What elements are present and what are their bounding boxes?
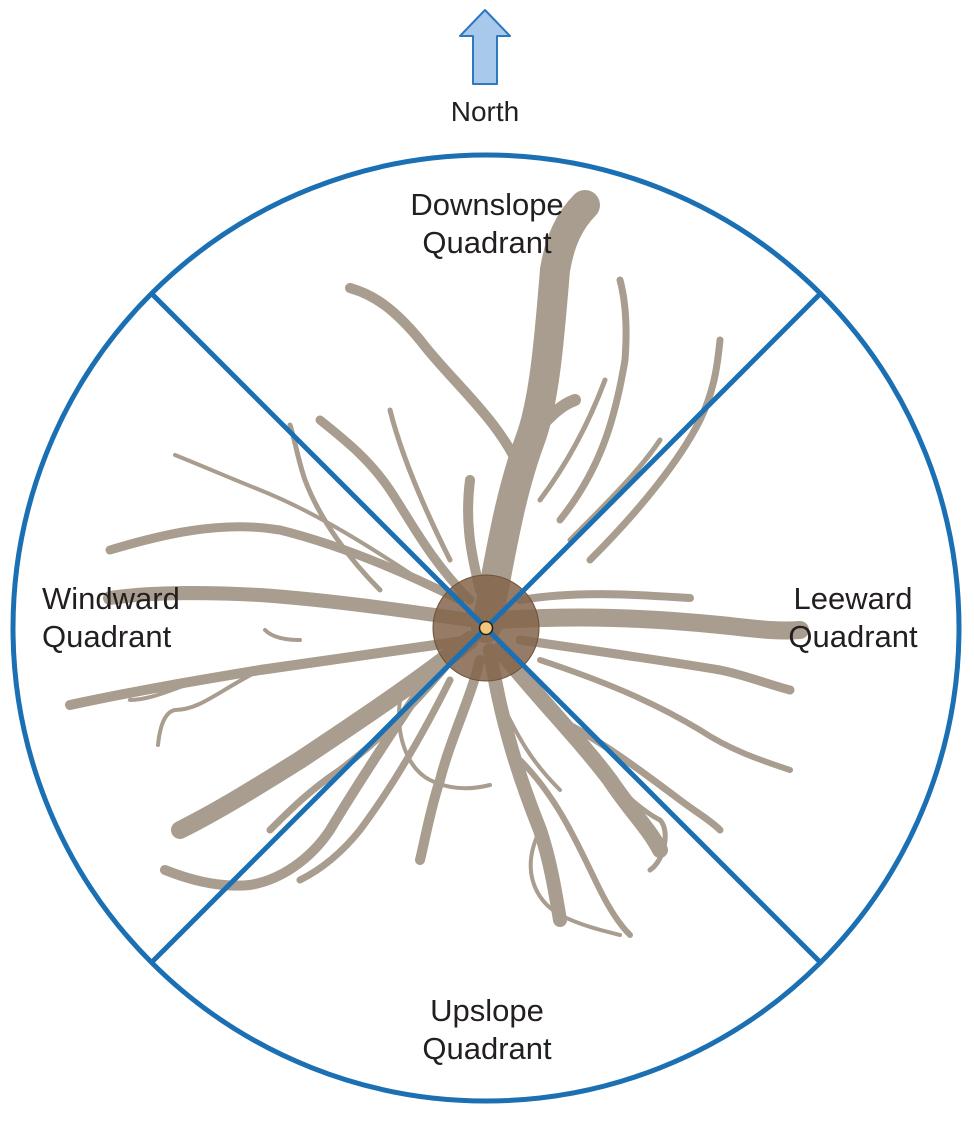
root-west-thin-high bbox=[173, 453, 422, 582]
root-west-far-thin bbox=[128, 678, 202, 702]
root-northeast-thin bbox=[537, 377, 608, 503]
upslope-line2: Quadrant bbox=[422, 1031, 552, 1066]
north-label: North bbox=[450, 96, 520, 127]
downslope-quadrant-label: Downslope Quadrant bbox=[367, 186, 607, 262]
root-northeast-mid bbox=[567, 437, 663, 543]
root-south-mid bbox=[415, 655, 485, 865]
root-system bbox=[65, 190, 809, 938]
root-north-branch-left bbox=[345, 283, 525, 475]
windward-line2: Quadrant bbox=[42, 619, 172, 654]
north-arrow-icon bbox=[459, 9, 511, 85]
root-northeast-far bbox=[586, 336, 724, 564]
root-south-thin bbox=[498, 698, 562, 792]
upslope-quadrant-label: Upslope Quadrant bbox=[367, 992, 607, 1068]
root-southeast-main bbox=[492, 642, 668, 858]
root-west-short bbox=[263, 628, 302, 642]
root-east-lower bbox=[515, 635, 795, 695]
root-southeast-branch bbox=[556, 716, 724, 834]
leeward-line2: Quadrant bbox=[788, 619, 918, 654]
root-northwest-mid bbox=[463, 475, 485, 595]
root-west-branch bbox=[156, 668, 262, 747]
root-east-main bbox=[491, 608, 809, 640]
downslope-line2: Quadrant bbox=[422, 225, 552, 260]
root-northwest-main bbox=[315, 415, 475, 605]
root-west-upper bbox=[105, 522, 465, 605]
root-north-branch-right bbox=[524, 394, 581, 446]
root-southwest-main bbox=[171, 631, 479, 839]
root-southwest-loop bbox=[397, 698, 492, 791]
root-east-upper bbox=[516, 590, 694, 604]
root-northeast-long bbox=[556, 276, 630, 524]
root-west-main bbox=[103, 586, 477, 627]
root-north-upper bbox=[533, 263, 563, 427]
root-southeast-loop bbox=[587, 757, 668, 873]
root-east-low-branch bbox=[537, 657, 793, 773]
root-south-branch-b bbox=[528, 828, 622, 937]
root-southwest-long bbox=[160, 655, 445, 891]
downslope-line1: Downslope bbox=[410, 187, 564, 222]
windward-quadrant-label: Windward Quadrant bbox=[42, 580, 242, 656]
center-point bbox=[478, 620, 494, 636]
windward-line1: Windward bbox=[42, 581, 180, 616]
root-west-thin-up bbox=[287, 422, 383, 593]
leeward-line1: Leeward bbox=[793, 581, 913, 616]
leeward-quadrant-label: Leeward Quadrant bbox=[768, 580, 938, 656]
quadrant-circle bbox=[10, 152, 962, 1104]
upslope-line1: Upslope bbox=[430, 993, 544, 1028]
root-south-branch-a bbox=[517, 757, 633, 938]
root-northwest-thin bbox=[387, 407, 453, 563]
root-southwest-lower bbox=[296, 676, 454, 884]
